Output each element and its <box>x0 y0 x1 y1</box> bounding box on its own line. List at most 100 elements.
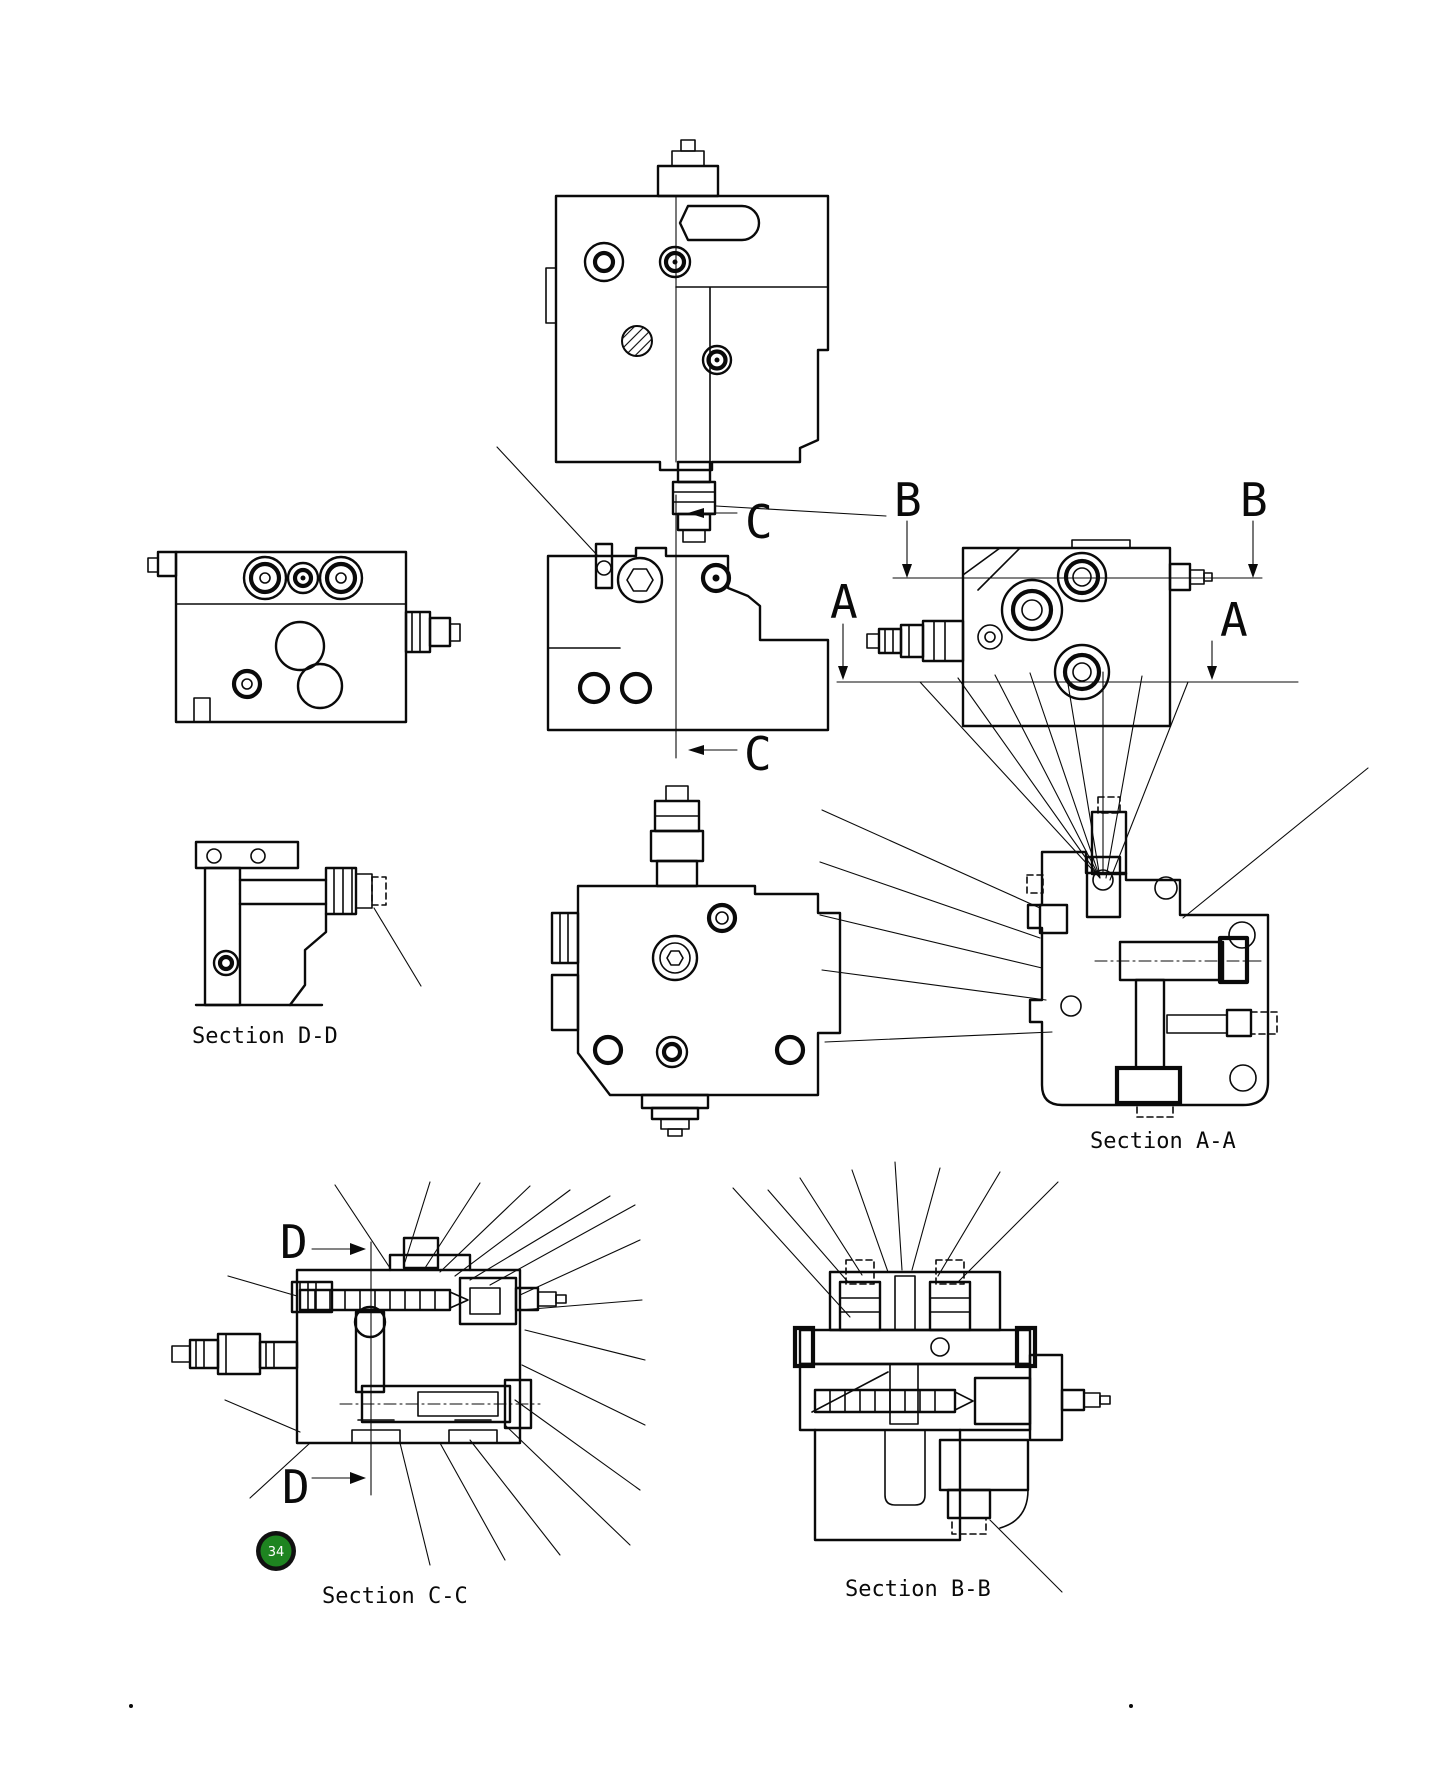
right-view-port-top-ring <box>1063 558 1101 596</box>
aa-top-bolt-hidden <box>1097 796 1121 814</box>
bb-spool-ball <box>930 1337 950 1357</box>
right-view-cartridge-3 <box>921 619 965 663</box>
cc-cartridge-stripes <box>195 1333 275 1375</box>
front-top-nut <box>656 164 720 198</box>
dd-fitting-cap <box>355 873 373 909</box>
dd-boss-ring <box>217 954 235 972</box>
right-view-cartridge-stripes <box>884 620 946 662</box>
section-aa-view: Section A-A <box>819 671 1369 1154</box>
front-leader-line <box>715 505 887 517</box>
marker-letter-d-bottom: D <box>282 1460 310 1514</box>
plan-bottom-stem-1 <box>640 1093 710 1110</box>
front-port-3-ring <box>706 349 728 371</box>
left-view-port-small <box>231 668 263 700</box>
left-view-body <box>174 550 408 724</box>
dd-leader <box>373 907 422 987</box>
right-side-view: B B A A <box>830 473 1299 728</box>
plan-hole-topright <box>706 902 738 934</box>
bb-lower-right-nut <box>946 1488 992 1520</box>
center-view-hex <box>626 568 654 592</box>
front-stem-seg1 <box>676 460 712 484</box>
left-view-port-small-core <box>241 678 253 690</box>
cc-cartridge-3 <box>258 1340 299 1370</box>
front-port-1 <box>583 241 625 283</box>
part-callout-34[interactable] <box>260 1535 292 1567</box>
plan-center-plug-inner <box>659 942 691 974</box>
bb-leaders-up <box>732 1161 1059 1318</box>
cc-pedestals <box>351 1419 498 1444</box>
aa-right-bolt <box>1166 1014 1228 1034</box>
part-callout-number[interactable]: 34 <box>268 1545 285 1560</box>
aa-right-bolt-head <box>1225 1008 1253 1038</box>
cc-cylinder-cap <box>503 1378 533 1430</box>
right-view-port-small-core <box>984 631 996 643</box>
left-view-boss-3 <box>318 555 364 601</box>
center-view-body <box>546 546 830 732</box>
plan-bottom-stem-3 <box>660 1118 690 1130</box>
plan-hole-bottomright <box>774 1034 806 1066</box>
bb-cartridge-left <box>838 1280 882 1332</box>
right-view-bolt-1 <box>1168 562 1192 592</box>
section-dd-view: Section D-D <box>192 840 422 1049</box>
right-view-cartridge-2 <box>899 623 925 659</box>
marker-letter-d-top: D <box>280 1215 308 1269</box>
section-label-bb: Section B-B <box>845 1577 991 1602</box>
center-view-bottom-port-2 <box>619 671 653 705</box>
b-arrow-left-head <box>902 564 912 578</box>
right-view-port-low-core <box>1072 662 1092 682</box>
plan-hole-bottomleft <box>592 1034 624 1066</box>
bb-diagonal-passage <box>811 1371 889 1413</box>
left-view-port-large <box>296 662 344 710</box>
front-body-outline <box>554 194 830 472</box>
left-view-boss-3-ring <box>324 561 358 595</box>
aa-left-fitting-hidden <box>1026 874 1044 894</box>
section-label-dd: Section D-D <box>192 1024 338 1049</box>
marker-letter-a-right: A <box>1220 593 1248 647</box>
plan-hole-topright-core <box>715 911 729 925</box>
page-mark-right <box>1129 1704 1133 1708</box>
left-view-boss-1 <box>242 555 288 601</box>
bb-cartridge-stripes <box>839 1297 971 1313</box>
bb-right-bolt-tip <box>1099 1395 1111 1405</box>
cc-center-tube-ball <box>353 1305 387 1339</box>
marker-letter-c-bottom: C <box>744 727 772 781</box>
section-label-aa: Section A-A <box>1090 1129 1236 1154</box>
marker-letter-b-left: B <box>894 473 922 527</box>
dd-leg <box>203 866 242 1007</box>
dd-fitting-hidden <box>371 876 387 906</box>
plan-bottom-stem-2 <box>650 1106 700 1121</box>
plan-stem-tip <box>665 785 689 802</box>
bb-cap-left <box>792 1325 816 1369</box>
right-view-bolt-tip <box>1203 572 1213 582</box>
dd-arm <box>238 878 328 906</box>
bb-leader-bottomright <box>989 1519 1063 1593</box>
bb-right-bolt-2 <box>1083 1392 1101 1408</box>
cc-right-bolt-2 <box>537 1291 557 1307</box>
bb-lower-legs <box>813 1428 962 1542</box>
front-port-2-ring <box>663 250 687 274</box>
left-view-boss-3-core <box>335 572 347 584</box>
bb-lower-right-hidden <box>951 1517 987 1535</box>
c-arrow-top-head <box>688 508 704 518</box>
center-view-cartridge <box>594 542 614 590</box>
plan-hole-bottomcenter <box>655 1035 689 1069</box>
front-internal-lines <box>675 286 829 463</box>
left-view-bore <box>274 620 326 672</box>
plan-center-plug <box>651 934 699 982</box>
a-arrow-left-head <box>838 666 848 680</box>
center-view-port-dot <box>712 574 720 582</box>
plan-stem-base <box>655 859 699 888</box>
left-view-boss-2-ring <box>292 567 314 589</box>
left-view-boss-2 <box>286 561 320 595</box>
right-view-cartridge-tip <box>866 633 880 649</box>
aa-leaders-up <box>919 671 1189 881</box>
aa-body <box>1026 850 1270 1107</box>
center-view-cartridge-port <box>596 560 612 576</box>
left-view-boss-1-core <box>259 572 271 584</box>
aa-right-bolt-hidden <box>1250 1011 1278 1035</box>
left-view-slot <box>193 697 211 723</box>
left-view-fitting-tip <box>449 623 461 642</box>
right-view-port-top-core <box>1072 567 1092 587</box>
